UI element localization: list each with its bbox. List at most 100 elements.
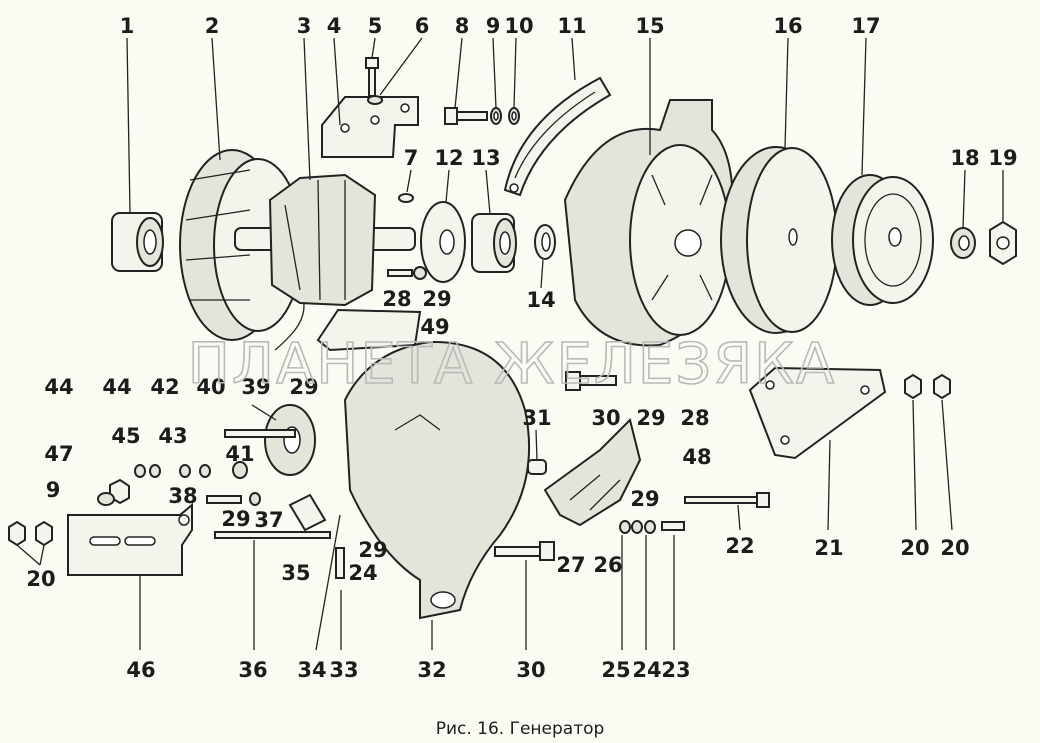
bracket-part-4 bbox=[321, 96, 419, 158]
ring-part-14 bbox=[534, 224, 556, 260]
part-label: 44 bbox=[102, 375, 131, 399]
nut-part-19 bbox=[989, 220, 1017, 266]
rotor-part-3 bbox=[234, 173, 416, 307]
part-label: 1 bbox=[120, 14, 135, 38]
part-label: 29 bbox=[358, 538, 387, 562]
insulator-part-39 bbox=[224, 404, 316, 476]
part-label: 4 bbox=[327, 14, 342, 38]
washer-part-9 bbox=[97, 492, 115, 506]
part-label: 41 bbox=[225, 442, 254, 466]
bearing-part-1 bbox=[111, 212, 164, 272]
part-label: 29 bbox=[636, 406, 665, 430]
part-label: 26 bbox=[593, 553, 622, 577]
nuts-part-20-left bbox=[8, 520, 53, 547]
part-label: 36 bbox=[238, 658, 267, 682]
tension-bar-part-11 bbox=[503, 76, 612, 197]
small-parts-23-26 bbox=[619, 520, 685, 534]
part-label: 40 bbox=[196, 375, 225, 399]
screw-part-36 bbox=[214, 531, 331, 539]
part-label: 29 bbox=[630, 487, 659, 511]
part-label: 46 bbox=[126, 658, 155, 682]
bolt-part-33 bbox=[335, 547, 345, 579]
leader-lines bbox=[16, 37, 1004, 651]
part-label: 34 bbox=[297, 658, 326, 682]
screw-part-28 bbox=[387, 266, 427, 280]
cap-part-31 bbox=[527, 459, 547, 475]
bolt-washers-8-10 bbox=[444, 107, 520, 125]
part-label: 37 bbox=[254, 508, 283, 532]
part-label: 17 bbox=[851, 14, 880, 38]
part-label: 43 bbox=[158, 424, 187, 448]
key-part-7 bbox=[398, 193, 414, 203]
screw-part-38 bbox=[206, 492, 261, 506]
part-label: 13 bbox=[471, 146, 500, 170]
part-labels: 1 2 3 4 5 6 8 9 10 11 15 16 17 7 12 13 1… bbox=[26, 14, 1017, 682]
flange-part-12 bbox=[420, 201, 466, 283]
part-label: 19 bbox=[988, 146, 1017, 170]
part-label: 27 bbox=[556, 553, 585, 577]
part-label: 5 bbox=[368, 14, 383, 38]
bolt-part-5 bbox=[365, 57, 383, 105]
part-label: 20 bbox=[940, 536, 969, 560]
part-label: 7 bbox=[404, 146, 419, 170]
bolt-part-22 bbox=[684, 492, 770, 508]
part-label: 20 bbox=[900, 536, 929, 560]
part-label: 8 bbox=[455, 14, 470, 38]
plate-part-49 bbox=[316, 308, 422, 352]
part-label: 29 bbox=[289, 375, 318, 399]
part-label: 48 bbox=[682, 445, 711, 469]
part-label: 18 bbox=[950, 146, 979, 170]
part-label: 25 bbox=[601, 658, 630, 682]
part-label: 14 bbox=[526, 288, 555, 312]
rear-housing-part-32 bbox=[343, 340, 531, 620]
part-label: 22 bbox=[725, 534, 754, 558]
nuts-washers-41-45 bbox=[134, 461, 248, 479]
part-label: 35 bbox=[281, 561, 310, 585]
part-label: 16 bbox=[773, 14, 802, 38]
part-label: 28 bbox=[680, 406, 709, 430]
part-label: 42 bbox=[150, 375, 179, 399]
bearing-part-13 bbox=[471, 213, 517, 273]
part-label: 29 bbox=[422, 287, 451, 311]
part-label: 20 bbox=[26, 567, 55, 591]
part-label: 49 bbox=[420, 315, 449, 339]
part-label: 31 bbox=[522, 406, 551, 430]
part-label: 38 bbox=[168, 484, 197, 508]
part-drawings bbox=[8, 57, 1017, 620]
bolt-part-30-top bbox=[565, 371, 617, 391]
pulley-part-17 bbox=[831, 174, 934, 306]
terminal-part-37 bbox=[288, 493, 327, 532]
part-label: 30 bbox=[591, 406, 620, 430]
part-label: 21 bbox=[814, 536, 843, 560]
part-label: 2 bbox=[205, 14, 220, 38]
part-label: 9 bbox=[486, 14, 501, 38]
bracket-part-21 bbox=[748, 366, 887, 460]
figure-caption: Рис. 16. Генератор bbox=[436, 719, 605, 739]
part-label: 47 bbox=[44, 442, 73, 466]
fan-part-16 bbox=[720, 146, 838, 334]
part-label: 30 bbox=[516, 658, 545, 682]
part-label: 11 bbox=[557, 14, 586, 38]
bolt-part-30-bottom bbox=[494, 541, 555, 561]
part-label: 6 bbox=[415, 14, 430, 38]
part-label: 15 bbox=[635, 14, 664, 38]
part-label: 33 bbox=[329, 658, 358, 682]
washer-part-18 bbox=[950, 227, 976, 259]
part-label: 28 bbox=[382, 287, 411, 311]
part-label: 23 bbox=[661, 658, 690, 682]
front-housing-part-15 bbox=[563, 99, 734, 347]
part-label: 32 bbox=[417, 658, 446, 682]
part-label: 12 bbox=[434, 146, 463, 170]
rectifier-part-27 bbox=[543, 418, 642, 527]
part-label: 24 bbox=[348, 561, 377, 585]
part-label: 29 bbox=[221, 507, 250, 531]
part-label: 10 bbox=[504, 14, 533, 38]
part-label: 24 bbox=[632, 658, 661, 682]
bracket-part-46 bbox=[67, 502, 193, 576]
part-label: 39 bbox=[241, 375, 270, 399]
nuts-part-20-right bbox=[904, 373, 951, 400]
part-label: 3 bbox=[297, 14, 312, 38]
part-label: 44 bbox=[44, 375, 73, 399]
part-label: 45 bbox=[111, 424, 140, 448]
